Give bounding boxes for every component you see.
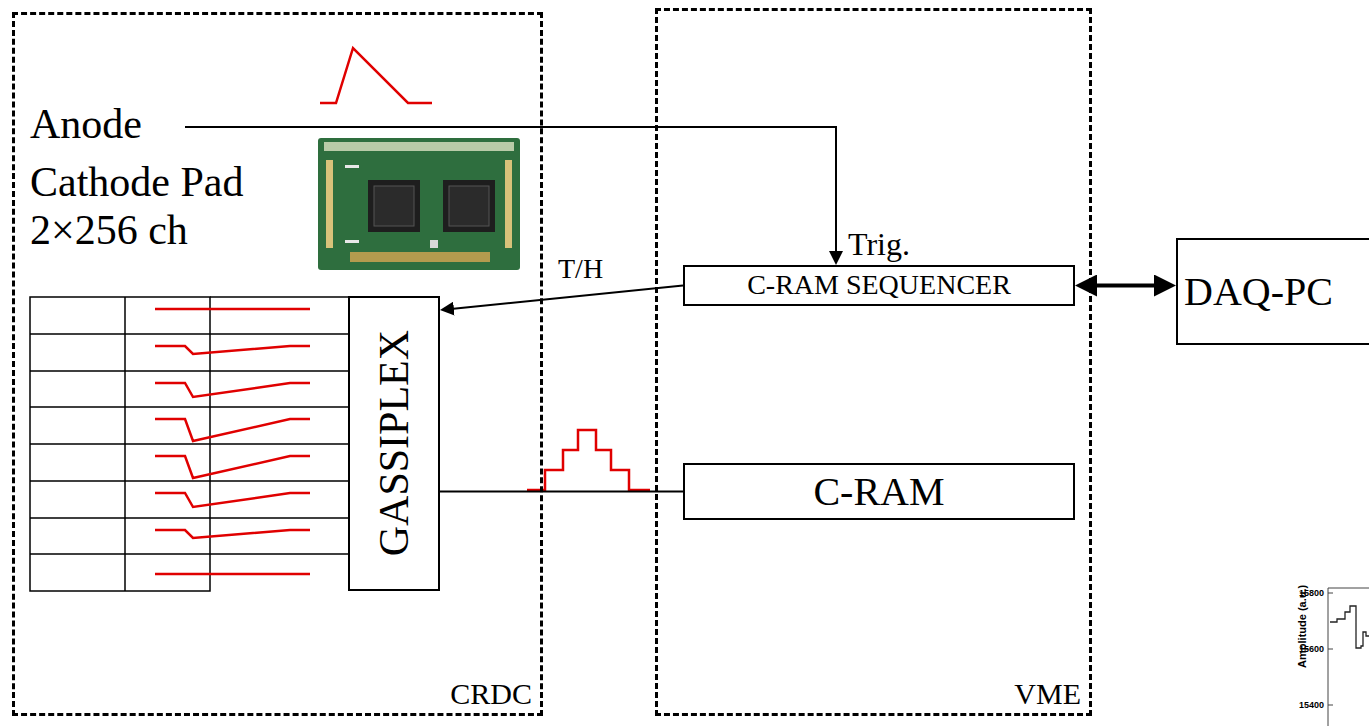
cathode-pads [30, 297, 210, 591]
connector [446, 286, 683, 310]
pad-signal [155, 346, 310, 354]
board-chip [449, 186, 489, 226]
node-text: DAQ-PC [1184, 270, 1333, 314]
plot-tick [1328, 593, 1333, 705]
board-part [345, 165, 359, 168]
tick-label: 15400 [1299, 700, 1324, 710]
board-chip [443, 180, 495, 232]
board-chip [368, 180, 420, 232]
plot-trace [1330, 606, 1369, 648]
readout-chip-box: GASSIPLEX [348, 296, 440, 591]
plot-frame [1328, 588, 1369, 726]
pad-divider [30, 334, 210, 554]
tick-label: 15800 [1299, 588, 1324, 598]
edge-label: T/H [556, 254, 605, 285]
pad-signal [155, 456, 310, 478]
region-heading: VME [1014, 677, 1081, 710]
board-part [430, 240, 438, 248]
crate-region: VME C-RAM SEQUENCER C-RAM [655, 8, 1092, 716]
pad-signal [155, 383, 310, 397]
board-contacts [326, 160, 333, 248]
board-part [345, 240, 359, 243]
sequencer-box: C-RAM SEQUENCER [683, 265, 1075, 306]
pad-array [30, 297, 210, 591]
computer-box: DAQ-PC [1176, 238, 1369, 345]
tick-label: 15600 [1299, 644, 1324, 654]
pad-wire [210, 297, 348, 554]
memory-box: C-RAM [683, 463, 1075, 520]
board-photo [318, 138, 520, 270]
board-chip [374, 186, 414, 226]
node-text: C-RAM [813, 470, 944, 514]
connector [1085, 284, 1166, 288]
anode-wire [185, 127, 836, 259]
amplitude-plot [1328, 588, 1369, 726]
board-strip [324, 142, 514, 151]
region-heading: CRDC [450, 677, 532, 710]
connector [440, 491, 683, 493]
pad-signal [155, 573, 310, 576]
signal-name: Trig. [848, 226, 910, 263]
board-contacts [505, 160, 512, 248]
pad-signal [155, 308, 310, 311]
pad-label: Cathode Pad 2×256 ch [30, 158, 292, 255]
pad-signal [155, 493, 310, 507]
pad-signal [155, 419, 310, 441]
pad-signal [155, 530, 310, 538]
mux-signal [527, 430, 650, 490]
node-text: C-RAM SEQUENCER [747, 270, 1011, 301]
signal-name: Anode [30, 100, 142, 148]
board-pcb [318, 138, 520, 270]
board-connector [350, 252, 490, 262]
pad-signals [155, 309, 310, 574]
node-text: GASSIPLEX [371, 330, 417, 556]
anode-pulse [320, 48, 432, 103]
